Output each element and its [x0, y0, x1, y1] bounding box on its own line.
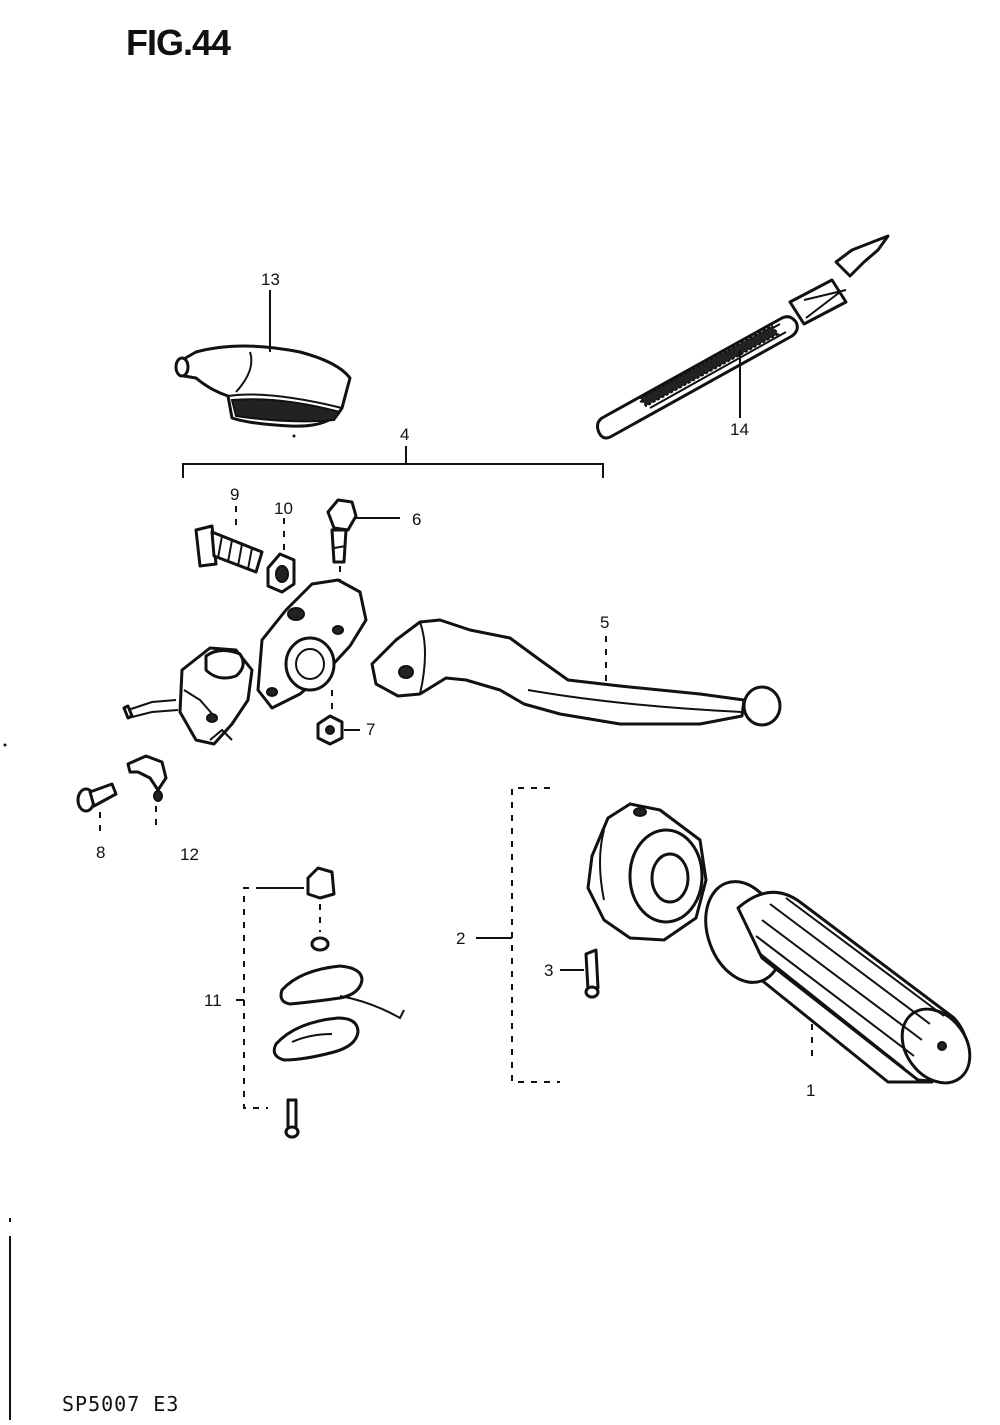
callout-6: 6 — [412, 510, 421, 529]
lever-nut-part — [316, 714, 344, 746]
callout-11: 11 — [204, 991, 222, 1010]
callout-12: 12 — [180, 845, 199, 864]
clip-part — [126, 754, 168, 802]
callout-10: 10 — [274, 499, 293, 518]
adjuster-screw-part — [326, 498, 358, 564]
cable-tie-part — [596, 234, 890, 440]
drawing-code: SP5007 E3 — [62, 1392, 180, 1416]
callout-7: 7 — [366, 720, 375, 739]
callout-14: 14 — [730, 420, 749, 439]
grip-housing-part — [586, 802, 708, 942]
callout-1: 1 — [806, 1081, 815, 1100]
switch-set-part — [272, 866, 405, 1139]
handle-grip-part — [704, 880, 972, 1085]
callout-9: 9 — [230, 485, 239, 504]
figure-title: FIG.44 — [126, 22, 231, 63]
lever-holder-part — [122, 578, 368, 746]
lever-boot-part — [174, 344, 352, 428]
nut-part — [266, 552, 296, 594]
pivot-bolt-part — [194, 524, 264, 574]
callout-3: 3 — [544, 961, 553, 980]
callout-4: 4 — [400, 425, 409, 444]
clutch-lever-part — [370, 618, 782, 727]
callout-13: 13 — [261, 270, 280, 289]
callout-5: 5 — [600, 613, 609, 632]
screw-part — [76, 782, 118, 813]
callout-2: 2 — [456, 929, 465, 948]
callout-8: 8 — [96, 843, 105, 862]
housing-screw-part — [584, 948, 600, 999]
